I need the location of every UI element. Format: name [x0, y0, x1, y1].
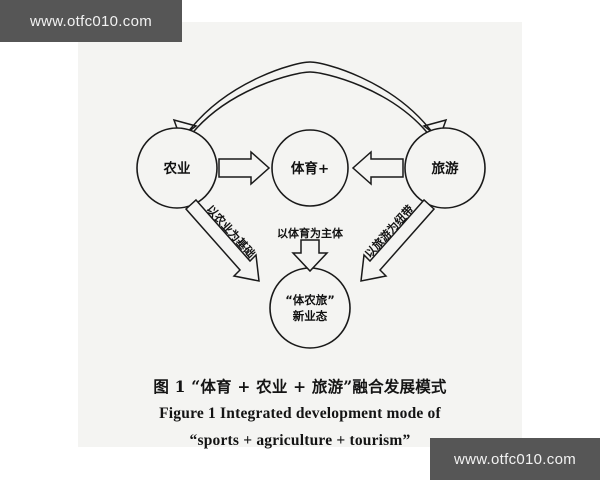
- watermark-top-left: www.otfc010.com: [0, 0, 182, 42]
- svg-text:以体育为主体: 以体育为主体: [277, 226, 344, 240]
- caption-english-line-1: Figure 1 Integrated development mode of: [159, 405, 441, 422]
- node-sports-label: 体育+: [291, 160, 329, 177]
- node-new-format-label-line2: 新业态: [293, 309, 328, 323]
- node-sports: 体育+: [271, 129, 349, 207]
- figure-panel: 农业 体育+ 旅游 “体农旅” 新业态: [78, 22, 522, 449]
- caption-chinese: 图 1 “体育 + 农业 + 旅游”融合发展模式: [153, 377, 447, 396]
- arrow-tourism-to-new-format: [360, 198, 436, 282]
- node-tourism-label: 旅游: [432, 160, 459, 177]
- edge-label-center-vertical: 以体育为主体: [277, 226, 344, 240]
- arrow-agriculture-to-sports: [218, 150, 271, 186]
- watermark-bottom-right: www.otfc010.com: [430, 438, 600, 480]
- arrow-agriculture-to-new-format: [184, 198, 260, 282]
- arrow-sports-to-new-format: [291, 239, 329, 273]
- node-agriculture: 农业: [136, 127, 218, 209]
- node-new-format-label-line1: “体农旅”: [285, 293, 335, 307]
- diagram-canvas: 农业 体育+ 旅游 “体农旅” 新业态: [136, 61, 486, 349]
- arrow-tourism-to-sports: [351, 150, 404, 186]
- arrow-agriculture-tourism-curved: [172, 61, 448, 144]
- figure-caption: 图 1 “体育 + 农业 + 旅游”融合发展模式 Figure 1 Integr…: [78, 374, 522, 454]
- node-tourism: 旅游: [404, 127, 486, 209]
- node-new-format: “体农旅” 新业态: [269, 267, 351, 349]
- caption-english-line-2: “sports + agriculture + tourism”: [189, 432, 411, 449]
- node-agriculture-label: 农业: [163, 160, 191, 177]
